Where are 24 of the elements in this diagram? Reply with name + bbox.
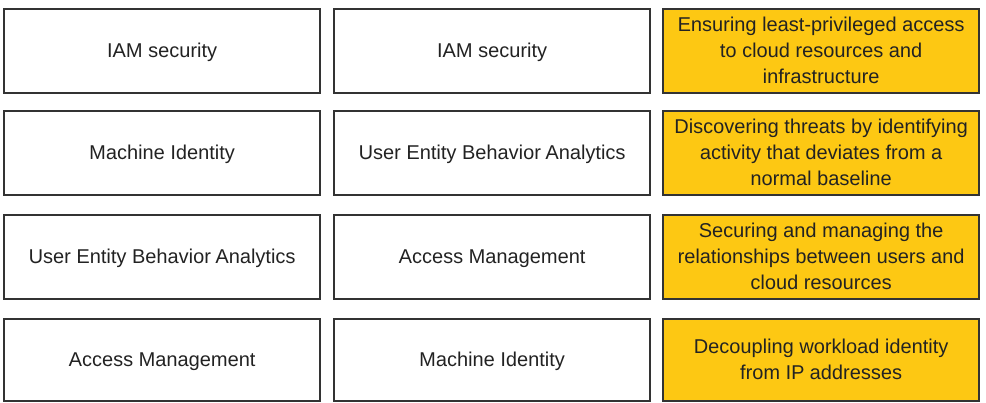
description-box	[662, 8, 980, 94]
option-label: Access Management	[68, 348, 256, 372]
option-box	[333, 8, 651, 94]
option-label: User Entity Behavior Analytics	[358, 140, 626, 166]
option-label: Machine Identity	[89, 140, 235, 166]
description-box	[662, 318, 980, 402]
option-box	[333, 214, 651, 300]
description-text: Decoupling workload identity from IP addresses	[692, 335, 950, 386]
description-box	[662, 214, 980, 300]
option-box	[3, 318, 321, 402]
description-text: Securing and managing the relationships between users and cloud resources	[676, 219, 966, 296]
option-box	[333, 110, 651, 196]
option-label: Machine Identity	[419, 348, 565, 372]
option-label: IAM security	[106, 38, 218, 64]
description-text: Ensuring least-privileged access to cloud resources and infrastructure	[676, 13, 966, 90]
description-box	[662, 110, 980, 196]
option-box	[3, 110, 321, 196]
option-label: User Entity Behavior Analytics	[28, 244, 296, 270]
option-box	[3, 8, 321, 94]
option-label: Access Management	[398, 244, 586, 270]
option-box	[333, 318, 651, 402]
description-text: Discovering threats by identifying activity that deviates from a normal baseline	[673, 115, 969, 192]
option-label: IAM security	[436, 38, 548, 64]
option-box	[3, 214, 321, 300]
